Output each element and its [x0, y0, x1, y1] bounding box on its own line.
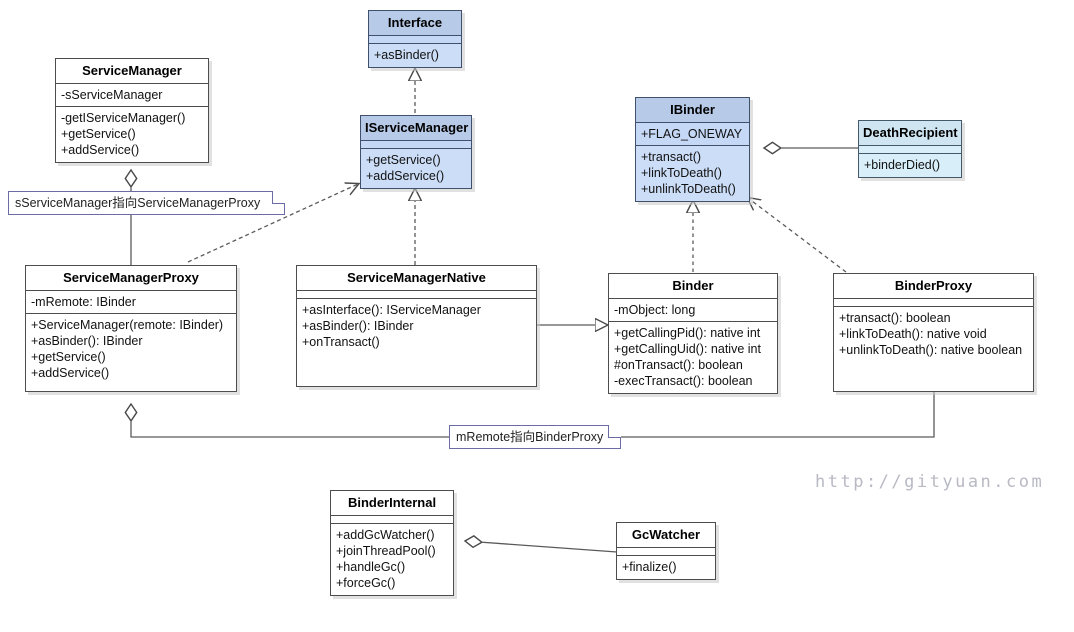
note-text: sServiceManager指向ServiceManagerProxy — [15, 196, 261, 210]
operation-row: +addService() — [61, 143, 140, 157]
class-operations: +transact(): boolean +linkToDeath(): nat… — [834, 307, 1033, 362]
operation-row: +unlinkToDeath() — [641, 182, 736, 196]
class-attributes — [617, 548, 715, 556]
operation-row: +finalize() — [622, 560, 677, 574]
class-title: Interface — [369, 11, 461, 36]
class-operations: +getCallingPid(): native int +getCalling… — [609, 322, 777, 393]
operation-row: +transact() — [641, 150, 702, 164]
class-box-servicemanager[interactable]: ServiceManager -sServiceManager -getISer… — [55, 58, 209, 163]
operation-row: #onTransact(): boolean — [614, 358, 743, 372]
class-attributes: -sServiceManager — [56, 84, 208, 107]
class-attributes — [859, 146, 961, 154]
operation-row: +asBinder(): IBinder — [302, 319, 414, 333]
note-sservicemanager[interactable]: sServiceManager指向ServiceManagerProxy — [8, 189, 285, 215]
attribute-row: -mRemote: IBinder — [31, 295, 136, 309]
class-box-ibinder[interactable]: IBinder +FLAG_ONEWAY +transact() +linkTo… — [635, 97, 750, 202]
class-box-binderinternal[interactable]: BinderInternal +addGcWatcher() +joinThre… — [330, 490, 454, 596]
operation-row: +asBinder() — [374, 48, 439, 62]
class-box-binder[interactable]: Binder -mObject: long +getCallingPid(): … — [608, 273, 778, 394]
rel-binderinternal-gcwatcher — [465, 541, 618, 553]
note-text: mRemote指向BinderProxy — [456, 430, 604, 444]
operation-row: +transact(): boolean — [839, 311, 951, 325]
operation-row: +binderDied() — [864, 158, 941, 172]
attribute-row: -mObject: long — [614, 303, 696, 317]
class-title: IServiceManager — [361, 116, 471, 141]
attribute-row: -sServiceManager — [61, 88, 163, 102]
class-attributes: -mObject: long — [609, 299, 777, 322]
operation-row: +unlinkToDeath(): native boolean — [839, 343, 1023, 357]
class-title: DeathRecipient — [859, 121, 961, 146]
class-operations: +addGcWatcher() +joinThreadPool() +handl… — [331, 524, 453, 595]
class-box-interface[interactable]: Interface +asBinder() — [368, 10, 462, 68]
class-title: ServiceManager — [56, 59, 208, 84]
class-box-gcwatcher[interactable]: GcWatcher +finalize() — [616, 522, 716, 580]
operation-row: +addGcWatcher() — [336, 528, 435, 542]
note-fold-corner — [607, 423, 621, 438]
note-mremote[interactable]: mRemote指向BinderProxy — [449, 423, 621, 449]
class-title: BinderProxy — [834, 274, 1033, 299]
class-attributes — [369, 36, 461, 44]
class-attributes — [297, 291, 536, 299]
class-title: Binder — [609, 274, 777, 299]
operation-row: +getCallingPid(): native int — [614, 326, 761, 340]
operation-row: +addService() — [366, 169, 445, 183]
operation-row: +joinThreadPool() — [336, 544, 436, 558]
class-box-iservicemanager[interactable]: IServiceManager +getService() +addServic… — [360, 115, 472, 189]
operation-row: +handleGc() — [336, 560, 406, 574]
class-operations: +ServiceManager(remote: IBinder) +asBind… — [26, 314, 236, 385]
operation-row: +getService() — [31, 350, 106, 364]
class-operations: +finalize() — [617, 556, 715, 579]
class-attributes — [834, 299, 1033, 307]
note-fold-corner — [271, 189, 285, 204]
operation-row: +getService() — [366, 153, 441, 167]
class-operations: +getService() +addService() — [361, 149, 471, 188]
rel-binderproxy-ibinder — [748, 198, 847, 273]
class-title: ServiceManagerNative — [297, 266, 536, 291]
class-operations: +transact() +linkToDeath() +unlinkToDeat… — [636, 146, 749, 201]
class-operations: -getIServiceManager() +getService() +add… — [56, 107, 208, 162]
operation-row: +forceGc() — [336, 576, 396, 590]
class-attributes: -mRemote: IBinder — [26, 291, 236, 314]
class-box-deathrecipient[interactable]: DeathRecipient +binderDied() — [858, 120, 962, 178]
operation-row: +onTransact() — [302, 335, 380, 349]
site-watermark: http://gityuan.com — [815, 472, 1045, 492]
operation-row: -getIServiceManager() — [61, 111, 186, 125]
class-operations: +binderDied() — [859, 154, 961, 177]
operation-row: +addService() — [31, 366, 110, 380]
operation-row: +linkToDeath() — [641, 166, 722, 180]
class-attributes — [361, 141, 471, 149]
operation-row: +asBinder(): IBinder — [31, 334, 143, 348]
class-box-servicemanagernative[interactable]: ServiceManagerNative +asInterface(): ISe… — [296, 265, 537, 387]
class-title: IBinder — [636, 98, 749, 123]
attribute-row: +FLAG_ONEWAY — [641, 127, 743, 141]
operation-row: +asInterface(): IServiceManager — [302, 303, 481, 317]
class-box-binderproxy[interactable]: BinderProxy +transact(): boolean +linkTo… — [833, 273, 1034, 392]
class-box-servicemanagerproxy[interactable]: ServiceManagerProxy -mRemote: IBinder +S… — [25, 265, 237, 392]
operation-row: +linkToDeath(): native void — [839, 327, 987, 341]
operation-row: -execTransact(): boolean — [614, 374, 753, 388]
class-attributes: +FLAG_ONEWAY — [636, 123, 749, 146]
operation-row: +ServiceManager(remote: IBinder) — [31, 318, 224, 332]
class-attributes — [331, 516, 453, 524]
class-title: ServiceManagerProxy — [26, 266, 236, 291]
operation-row: +getService() — [61, 127, 136, 141]
class-title: BinderInternal — [331, 491, 453, 516]
class-operations: +asBinder() — [369, 44, 461, 67]
operation-row: +getCallingUid(): native int — [614, 342, 761, 356]
class-operations: +asInterface(): IServiceManager +asBinde… — [297, 299, 536, 354]
class-title: GcWatcher — [617, 523, 715, 548]
